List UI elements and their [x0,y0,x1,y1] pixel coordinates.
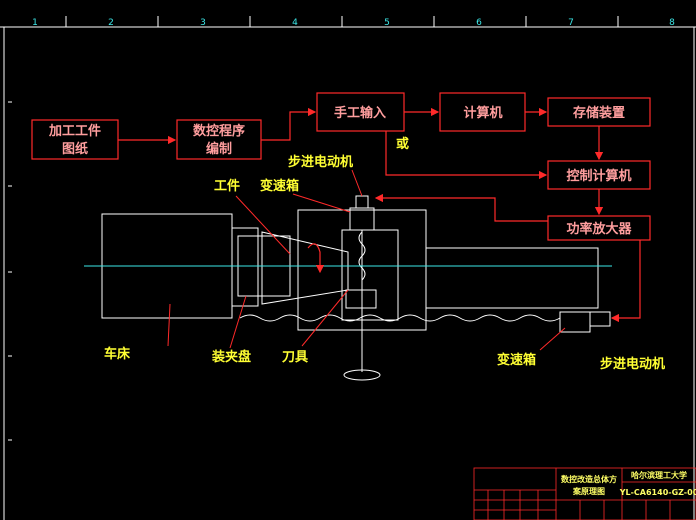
ruler-col-5: 5 [384,18,390,28]
label-gearbox-top: 变速箱 [260,178,299,194]
block-workpiece-drawing: 加工工件 图纸 [31,119,119,160]
title-block-drawing-number: YL-CA6140-GZ-00 [619,488,696,497]
block-control-computer: 控制计算机 [547,160,651,190]
block-storage-label: 存储装置 [573,105,625,121]
headstock-right [425,247,599,309]
label-chuck: 装夹盘 [211,349,251,365]
block-nc-program-line1: 数控程序 [193,123,245,139]
workpiece-taper [261,231,349,305]
ruler-ticks [8,16,619,441]
chuck-body [231,227,259,307]
block-storage: 存储装置 [547,97,651,127]
tool-post [341,229,399,321]
block-power-amp-label: 功率放大器 [566,221,632,237]
handwheel [343,369,381,381]
label-lathe-bed: 车床 [104,346,131,362]
ruler-col-4: 4 [292,18,298,28]
ruler-col-3: 3 [200,18,206,28]
stepper-right-body [589,311,611,327]
ruler-col-1: 1 [32,18,38,28]
connector-or-label: 或 [396,136,409,152]
ruler-col-2: 2 [108,18,114,28]
label-tool: 刀具 [282,350,308,365]
stepper-top-body [349,207,375,231]
block-computer: 计算机 [439,92,526,132]
title-block-school: 哈尔滨理工大学 [631,470,687,480]
block-nc-program-line2: 编制 [206,141,232,157]
ruler-col-8: 8 [669,18,675,28]
block-computer-label: 计算机 [463,105,502,121]
leader-lines [167,169,566,351]
spindle-rotation-arrow [307,243,325,274]
stepper-top-cap [355,195,369,209]
label-stepper-motor-right: 步进电动机 [600,356,665,372]
lathe-machine [84,195,612,381]
block-manual-input-label: 手工输入 [334,105,386,121]
ruler-labels: 1 2 3 4 5 6 7 8 [32,18,675,28]
title-block [473,467,696,520]
title-block-title-line1: 数控改造总体方 [561,474,617,484]
block-nc-program: 数控程序 编制 [176,119,262,160]
label-gearbox-bottom: 变速箱 [497,352,536,368]
title-block-title-line2: 案原理图 [572,486,605,496]
leadscrew-wave [239,314,561,322]
ruler-col-7: 7 [568,18,574,28]
label-stepper-motor-top: 步进电动机 [288,154,353,170]
label-workpiece: 工件 [214,178,240,194]
tool-block [345,289,377,309]
block-workpiece-drawing-line2: 图纸 [62,141,88,157]
screw-thread-vertical [358,231,366,281]
block-workpiece-drawing-line1: 加工工件 [48,123,101,139]
block-manual-input: 手工输入 [316,92,405,132]
ruler-col-6: 6 [476,18,482,28]
drawing-frame [3,26,695,520]
block-power-amp: 功率放大器 [547,215,651,241]
flow-arrows [118,107,641,323]
block-control-computer-label: 控制计算机 [566,168,631,184]
